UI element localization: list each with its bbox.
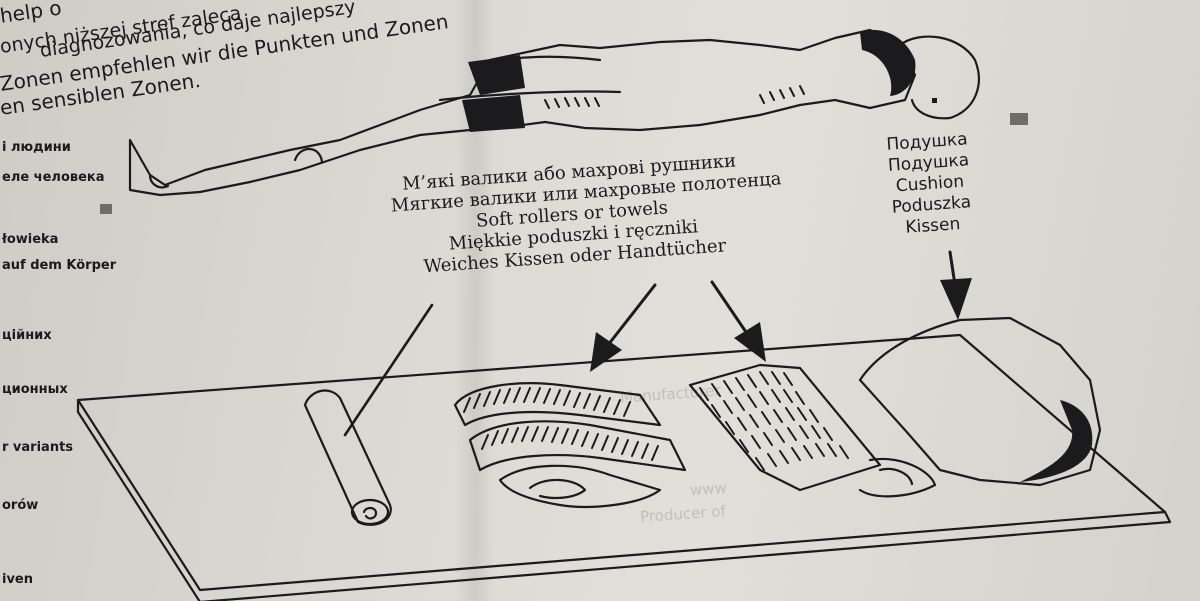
arrow-head-1 bbox=[590, 332, 622, 372]
dark-fills bbox=[100, 29, 1093, 482]
marker-square-left bbox=[100, 204, 112, 214]
marker-dot bbox=[932, 98, 937, 103]
swimsuit-shorts bbox=[468, 55, 525, 95]
arrow-head-2 bbox=[734, 322, 766, 362]
cushion-shadow bbox=[1020, 400, 1093, 482]
spike-marks bbox=[463, 85, 849, 471]
side-label: r variants bbox=[2, 440, 74, 455]
side-label: еле человека bbox=[2, 170, 105, 185]
rolled-towel bbox=[303, 389, 392, 526]
side-label: і людини bbox=[2, 140, 71, 155]
swimsuit-lower bbox=[462, 95, 525, 132]
spiked-mat-section-1 bbox=[453, 382, 687, 508]
cushion-caption: Подушка Подушка Cushion Poduszka Kissen bbox=[857, 127, 1004, 242]
head-pillow-outline bbox=[898, 35, 980, 120]
arrow-shaft-2 bbox=[710, 280, 750, 337]
side-label: ційних bbox=[2, 328, 52, 343]
arrow-shaft-1 bbox=[606, 283, 657, 347]
spiked-mat-section-2 bbox=[688, 363, 937, 498]
side-label: łowieka bbox=[2, 232, 59, 247]
side-label: auf dem Körper bbox=[2, 258, 117, 273]
side-label: orów bbox=[2, 498, 39, 513]
massage-board bbox=[76, 333, 1172, 601]
arrows bbox=[590, 250, 972, 372]
marker-square-right bbox=[1010, 113, 1028, 125]
side-label: iven bbox=[2, 572, 34, 587]
side-label: ционных bbox=[2, 382, 68, 397]
cushion-shape bbox=[858, 316, 1102, 487]
arrow-head-3 bbox=[940, 278, 972, 320]
hair bbox=[860, 29, 916, 96]
roller-pointer-line bbox=[343, 303, 434, 437]
